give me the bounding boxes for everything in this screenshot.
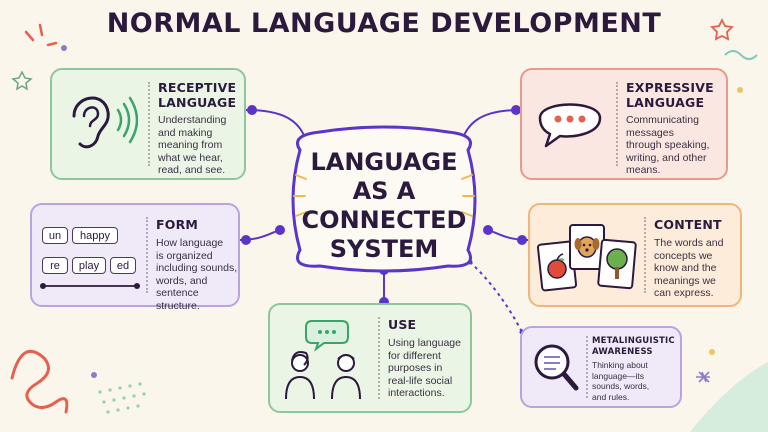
magnifier-icon <box>534 344 579 391</box>
page-title: NORMAL LANGUAGE DEVELOPMENT <box>106 8 662 39</box>
desc-line: through speaking, <box>626 139 710 151</box>
desc-line: concepts we <box>654 249 713 262</box>
desc-line: words, and <box>156 274 208 287</box>
title-line: EXPRESSIVE <box>626 80 714 95</box>
desc-line: language—its <box>592 370 644 381</box>
desc-line: for different <box>388 349 441 362</box>
center-label: LANGUAGE AS A CONNECTED SYSTEM <box>286 148 482 264</box>
card-description: Communicating messages through speaking,… <box>626 114 709 177</box>
timeline-icon <box>40 283 140 289</box>
center-line: AS A <box>352 177 416 205</box>
center-sparks <box>293 174 475 217</box>
dog-card <box>569 224 605 270</box>
dot-decoration <box>91 372 97 378</box>
card-description: Thinking about language—its sounds, word… <box>592 360 649 402</box>
card-description: The words and concepts we know and the m… <box>654 237 723 300</box>
dot-decoration <box>737 87 743 93</box>
desc-line: can express. <box>654 287 714 299</box>
brush-decoration <box>690 362 768 432</box>
metalinguistic-awareness-card: METALINGUISTIC AWARENESS Thinking about … <box>520 326 682 408</box>
content-card: CONTENT The words and concepts we know a… <box>528 203 742 307</box>
form-card: un happy re play ed FORM How language is… <box>30 203 240 312</box>
title-line: METALINGUISTIC <box>592 336 675 346</box>
card-description: How language is organized including soun… <box>156 237 238 312</box>
card-title: METALINGUISTIC AWARENESS <box>592 336 675 358</box>
desc-line: interactions. <box>388 387 445 399</box>
desc-line: meaning from <box>158 139 223 151</box>
desc-line: what we hear, <box>158 151 223 164</box>
card-description: Using language for different purposes in… <box>388 337 461 400</box>
desc-line: sentence structure. <box>156 287 200 312</box>
center-line: LANGUAGE <box>310 148 458 176</box>
desc-line: Communicating <box>626 114 699 126</box>
desc-line: means. <box>626 164 661 176</box>
ear-icon <box>72 96 138 149</box>
star-decoration <box>11 70 33 91</box>
title-line: USE <box>388 317 417 332</box>
desc-line: writing, and other <box>626 151 707 164</box>
expressive-language-card: EXPRESSIVE LANGUAGE Communicating messag… <box>520 68 728 180</box>
desc-line: Using language <box>388 337 461 349</box>
tree-card <box>597 238 637 290</box>
conversation-icon <box>285 320 361 400</box>
title-line: RECEPTIVE <box>158 80 237 95</box>
use-card: USE Using language for different purpose… <box>268 303 472 413</box>
speech-bubble-icon <box>538 103 602 148</box>
morpheme-tile: happy <box>72 227 118 244</box>
title-line: CONTENT <box>654 217 722 232</box>
desc-line: messages <box>626 126 674 139</box>
star-decoration <box>710 17 734 41</box>
morpheme-tile: play <box>72 257 106 274</box>
morpheme-tile: ed <box>110 257 136 274</box>
title-line: LANGUAGE <box>626 95 705 110</box>
squiggle-decoration <box>10 349 69 414</box>
center-line: CONNECTED <box>301 206 467 234</box>
desc-line: including sounds, <box>156 262 238 274</box>
card-title: CONTENT <box>654 217 722 232</box>
desc-line: and rules. <box>592 391 630 402</box>
title-line: LANGUAGE <box>158 95 237 110</box>
picture-cards-icon <box>536 224 637 292</box>
wave-decoration <box>724 50 758 60</box>
desc-line: How language <box>156 237 224 249</box>
desc-line: and making <box>158 126 213 139</box>
desc-line: Thinking about <box>592 360 648 370</box>
dot-decoration <box>61 45 67 51</box>
desc-line: purposes in <box>388 362 443 374</box>
dots-decoration <box>98 382 146 414</box>
title-line: AWARENESS <box>592 347 653 357</box>
desc-line: know and the <box>654 262 717 274</box>
dot-decoration <box>709 349 715 355</box>
desc-line: sounds, words, <box>592 381 650 391</box>
desc-line: Understanding <box>158 114 227 126</box>
desc-line: meanings we <box>654 274 716 287</box>
center-line: SYSTEM <box>329 235 439 263</box>
center-bubble <box>291 125 477 273</box>
sparkle-decoration <box>696 371 710 383</box>
morpheme-tile: re <box>42 257 68 274</box>
receptive-language-card: RECEPTIVE LANGUAGE Understanding and mak… <box>50 68 246 180</box>
card-description: Understanding and making meaning from wh… <box>158 114 226 177</box>
card-title: FORM <box>156 217 198 232</box>
apple-card <box>536 240 578 292</box>
title-line: FORM <box>156 217 199 232</box>
card-title: EXPRESSIVE LANGUAGE <box>626 80 714 110</box>
card-title: USE <box>388 317 416 332</box>
desc-line: is organized <box>156 249 213 262</box>
desc-line: The words and <box>654 237 724 249</box>
card-title: RECEPTIVE LANGUAGE <box>158 80 236 110</box>
sparkle-decoration <box>24 23 58 47</box>
desc-line: read, and see. <box>158 164 226 176</box>
desc-line: real-life social <box>388 374 453 387</box>
morpheme-tile: un <box>42 227 68 244</box>
